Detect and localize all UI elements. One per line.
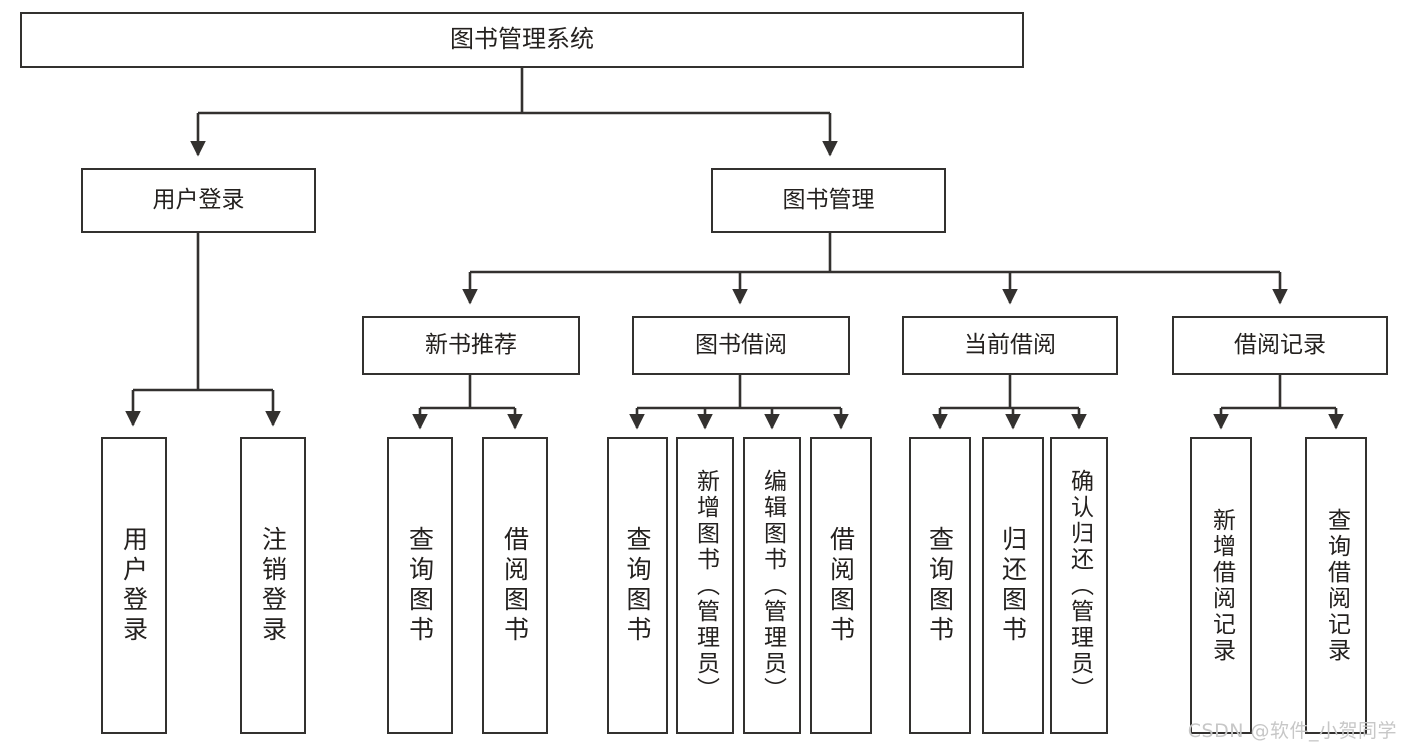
node-root[interactable]: 图书管理系统 [20,12,1024,68]
node-book-manage[interactable]: 图书管理 [711,168,946,233]
node-leaf-logout-label: 注销登录 [258,525,288,646]
node-leaf-add-book-label: 新增图书（管理员） [692,468,719,703]
node-leaf-query-record-label: 查询借阅记录 [1323,507,1350,664]
node-current-borrow[interactable]: 当前借阅 [902,316,1118,375]
node-leaf-borrow-book-1-label: 借阅图书 [500,525,530,646]
node-leaf-query-book-2[interactable]: 查询图书 [607,437,668,734]
node-new-book-recommend[interactable]: 新书推荐 [362,316,580,375]
node-leaf-confirm-return-label: 确认归还（管理员） [1066,468,1093,703]
node-leaf-add-book[interactable]: 新增图书（管理员） [676,437,734,734]
node-leaf-query-book-1[interactable]: 查询图书 [387,437,453,734]
node-user-login-label: 用户登录 [152,187,245,214]
node-book-manage-label: 图书管理 [782,187,875,214]
node-leaf-logout[interactable]: 注销登录 [240,437,306,734]
node-leaf-edit-book-label: 编辑图书（管理员） [759,468,786,703]
node-leaf-add-record-label: 新增借阅记录 [1208,507,1235,664]
watermark: CSDN @软件_小贺同学 [1187,720,1397,742]
node-leaf-query-book-1-label: 查询图书 [405,525,435,646]
node-leaf-borrow-book-1[interactable]: 借阅图书 [482,437,548,734]
node-leaf-user-login-label: 用户登录 [119,525,149,646]
node-leaf-borrow-book-2-label: 借阅图书 [826,525,856,646]
node-leaf-borrow-book-2[interactable]: 借阅图书 [810,437,872,734]
node-leaf-return-book-label: 归还图书 [998,525,1028,646]
node-leaf-query-book-3[interactable]: 查询图书 [909,437,971,734]
node-leaf-query-book-3-label: 查询图书 [925,525,955,646]
node-leaf-user-login[interactable]: 用户登录 [101,437,167,734]
node-leaf-edit-book[interactable]: 编辑图书（管理员） [743,437,801,734]
node-borrow-record[interactable]: 借阅记录 [1172,316,1388,375]
node-leaf-query-book-2-label: 查询图书 [623,525,652,646]
node-borrow-record-label: 借阅记录 [1234,332,1326,359]
node-new-book-recommend-label: 新书推荐 [425,332,517,359]
node-current-borrow-label: 当前借阅 [964,332,1056,359]
node-root-label: 图书管理系统 [450,25,594,54]
node-leaf-confirm-return[interactable]: 确认归还（管理员） [1050,437,1108,734]
node-book-borrow-label: 图书借阅 [695,332,787,359]
node-leaf-add-record[interactable]: 新增借阅记录 [1190,437,1252,734]
node-book-borrow[interactable]: 图书借阅 [632,316,850,375]
node-user-login[interactable]: 用户登录 [81,168,316,233]
node-leaf-query-record[interactable]: 查询借阅记录 [1305,437,1367,734]
node-leaf-return-book[interactable]: 归还图书 [982,437,1044,734]
